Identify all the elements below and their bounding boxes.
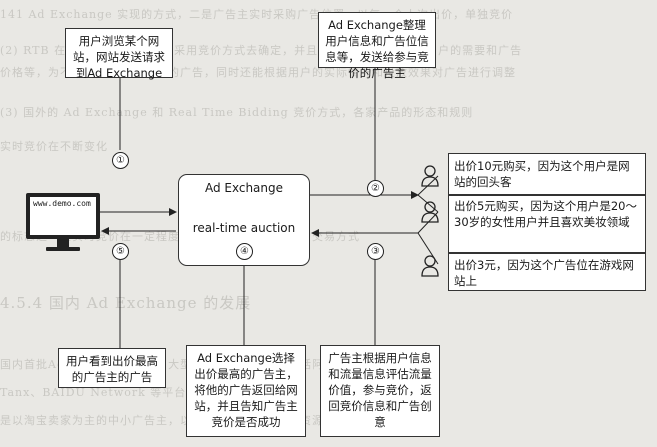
step-4-number: ④ <box>236 243 253 260</box>
bid-box-1: 出价10元购买，因为这个用户是网站的回头客 <box>448 153 646 195</box>
step-1-text: 用户浏览某个网站，网站发送请求到Ad Exchange <box>73 34 165 80</box>
bid-text-2: 出价5元购买，因为这个用户是20～30岁的女性用户并且喜欢美妆领域 <box>454 199 637 229</box>
real-time-auction-label: real-time auction <box>192 221 296 235</box>
step-3-text: 广告主根据用户信息和流量信息评估流量价值，参与竞价，返回竞价信息和广告创意 <box>328 351 432 429</box>
step-5-number: ⑤ <box>112 243 129 260</box>
advertiser-icon <box>421 201 439 223</box>
ad-exchange-title: Ad Exchange <box>204 181 284 195</box>
bid-box-2: 出价5元购买，因为这个用户是20～30岁的女性用户并且喜欢美妆领域 <box>448 195 646 253</box>
step-2-number: ② <box>367 180 384 197</box>
advertiser-icon <box>421 165 439 187</box>
step-2-box: Ad Exchange整理用户信息和广告位信息等，发送给参与竞价的广告主 <box>318 12 436 80</box>
step-1-box: 用户浏览某个网站，网站发送请求到Ad Exchange <box>65 28 173 80</box>
step-5-box: 用户看到出价最高的广告主的广告 <box>58 348 166 388</box>
step-5-text: 用户看到出价最高的广告主的广告 <box>66 354 158 384</box>
website-monitor: www.demo.com <box>26 193 100 255</box>
website-url: www.demo.com <box>33 199 91 208</box>
background-text-line: (3) 国外的 Ad Exchange 和 Real Time Bidding … <box>0 106 474 119</box>
step-4-box: Ad Exchange选择出价最高的广告主，将他的广告返回给网站，并且告知广告主… <box>186 345 306 437</box>
bid-text-3: 出价3元，因为这个广告位在游戏网站上 <box>454 258 634 288</box>
step-3-box: 广告主根据用户信息和流量信息评估流量价值，参与竞价，返回竞价信息和广告创意 <box>320 345 440 437</box>
step-3-number: ③ <box>367 243 384 260</box>
bid-text-1: 出价10元购买，因为这个用户是网站的回头客 <box>454 159 630 189</box>
step-4-text: Ad Exchange选择出价最高的广告主，将他的广告返回给网站，并且告知广告主… <box>194 351 298 429</box>
background-text-line: 实时竞价在不断变化 <box>0 140 108 153</box>
step-1-number: ① <box>112 152 129 169</box>
bid-box-3: 出价3元，因为这个广告位在游戏网站上 <box>448 253 646 291</box>
step-2-text: Ad Exchange整理用户信息和广告位信息等，发送给参与竞价的广告主 <box>325 18 429 80</box>
advertiser-icon <box>421 255 439 277</box>
background-text-line: 4.5.4 国内 Ad Exchange 的发展 <box>0 294 252 312</box>
